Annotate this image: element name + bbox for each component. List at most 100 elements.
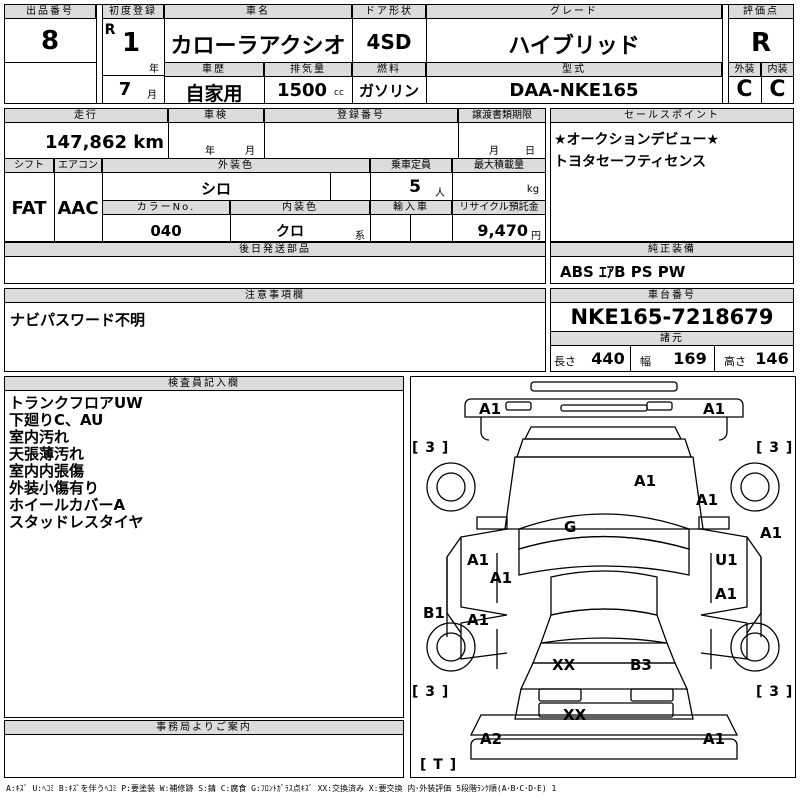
transfer-month-unit: 月	[489, 146, 499, 157]
car-diagram	[426, 381, 780, 760]
inspector-section	[4, 376, 404, 718]
damage-mark: A2	[480, 730, 503, 748]
damage-mark: A1	[703, 730, 726, 748]
int-color-unit: 系	[355, 231, 365, 242]
displacement: 1500	[276, 80, 328, 101]
damage-mark: A1	[479, 400, 502, 418]
model: DAA-NKE165	[509, 80, 639, 101]
inspection-label: 車検	[168, 108, 264, 123]
height: 146	[755, 349, 789, 368]
legend: A:ｷｽﾞ U:ﾍｺﾐ B:ｷｽﾞを伴うﾍｺﾐ P:要塗装 W:補修跡 S:錆 …	[6, 784, 557, 793]
damage-mark: G	[564, 518, 577, 536]
sales-point-line: ★オークションデビュー★	[554, 132, 720, 148]
grade-label: グレード	[426, 4, 722, 19]
length-label: 長さ	[554, 355, 576, 368]
tire-tread-bracket: [ 3 ]	[412, 440, 450, 456]
sales-section	[550, 108, 794, 242]
first-reg-month: 7	[118, 79, 132, 100]
damage-mark: A1	[715, 585, 738, 603]
damage-mark: A1	[490, 569, 513, 587]
grade: ハイブリッド	[508, 34, 640, 59]
spec-section	[4, 108, 546, 242]
displacement-unit: cc	[334, 88, 344, 98]
transfer-day-unit: 日	[525, 146, 535, 157]
first-reg-label: 初度登録	[102, 4, 164, 19]
damage-diagram	[410, 376, 796, 778]
spec-label: 諸元	[550, 331, 794, 346]
int-color-label: 内装色	[230, 200, 370, 215]
inspector-note-line: ホイールカバーA	[9, 496, 126, 514]
int-color: クロ	[276, 224, 304, 240]
chassis-number: NKE165-7218679	[570, 305, 774, 329]
car-name-label: 車名	[164, 4, 352, 19]
shift: FAT	[11, 198, 47, 219]
damage-mark: A1	[634, 472, 657, 490]
damage-mark: A1	[760, 524, 783, 542]
damage-mark: A1	[467, 611, 490, 629]
inspector-note-line: 室内汚れ	[9, 428, 70, 446]
score: R	[750, 28, 772, 58]
capacity: 5	[409, 177, 421, 197]
fuel-label: 燃料	[352, 62, 426, 77]
fuel: ガソリン	[358, 82, 419, 100]
inspection-year-unit: 年	[205, 146, 215, 157]
capacity-label: 乗車定員	[370, 158, 452, 173]
equipment-label: 純正装備	[550, 242, 794, 257]
inspector-note-line: 外装小傷有り	[9, 479, 100, 497]
shift-label: シフト	[4, 158, 54, 173]
damage-mark: A1	[703, 400, 726, 418]
damage-mark: A1	[696, 491, 719, 509]
caution-text: ナビパスワード不明	[10, 311, 146, 329]
spare-tire-bracket: [ T ]	[420, 757, 458, 773]
inspector-note-line: スタッドレスタイヤ	[9, 513, 144, 531]
ext-color: シロ	[200, 180, 231, 198]
damage-mark: A1	[467, 551, 490, 569]
colorno-label: カラーNo.	[102, 200, 230, 215]
first-reg-year-unit: 年	[149, 64, 159, 75]
mileage: 147,862 km	[45, 132, 164, 153]
ext-grade-label: 外装	[728, 62, 761, 77]
width: 169	[673, 349, 707, 368]
damage-mark: XX	[563, 706, 587, 724]
ext-grade: C	[736, 77, 753, 102]
mileage-label: 走行	[4, 108, 168, 123]
history-label: 車歴	[164, 62, 264, 77]
colorno: 040	[150, 222, 182, 240]
door-label: ドア形状	[352, 4, 426, 19]
recycle-unit: 円	[531, 231, 541, 242]
first-reg-month-unit: 月	[147, 90, 157, 101]
length: 440	[591, 349, 625, 368]
sales-label: セールスポイント	[550, 108, 794, 123]
top-section	[4, 4, 794, 104]
later-parts-label: 後日発送部品	[4, 242, 546, 257]
damage-mark: XX	[552, 656, 576, 674]
sales-lines: ★オークションデビュー★ トヨタセーフティセンス	[554, 129, 790, 173]
aircon-label: エアコン	[54, 158, 102, 173]
first-reg-era: R	[104, 22, 116, 38]
int-grade: C	[769, 77, 786, 102]
import-label: 輸入車	[370, 200, 452, 215]
damage-mark: B1	[423, 604, 445, 622]
load-unit: kg	[526, 184, 540, 195]
inspection-month-unit: 月	[245, 146, 255, 157]
int-grade-label: 内装	[761, 62, 794, 77]
chassis-label: 車台番号	[550, 288, 794, 303]
door-type: 4SD	[366, 30, 412, 54]
inspector-note-line: 下廻りC、AU	[9, 411, 104, 429]
inspector-note-line: トランクフロアUW	[9, 394, 143, 412]
width-label: 幅	[640, 355, 651, 368]
ext-color-label: 外装色	[102, 158, 370, 173]
history: 自家用	[185, 83, 243, 105]
sales-point-line: トヨタセーフティセンス	[554, 154, 707, 170]
tire-tread-bracket: [ 3 ]	[756, 684, 794, 700]
recycle-label: リサイクル預託金	[452, 200, 546, 215]
inspector-note-line: 天張薄汚れ	[9, 445, 85, 463]
model-label: 型式	[426, 62, 722, 77]
capacity-unit: 人	[435, 188, 445, 199]
car-name: カローラアクシオ	[170, 34, 346, 59]
damage-mark: U1	[715, 551, 738, 569]
transfer-label: 譲渡書類期限	[458, 108, 546, 123]
height-label: 高さ	[724, 355, 746, 368]
regno-label: 登録番号	[264, 108, 458, 123]
